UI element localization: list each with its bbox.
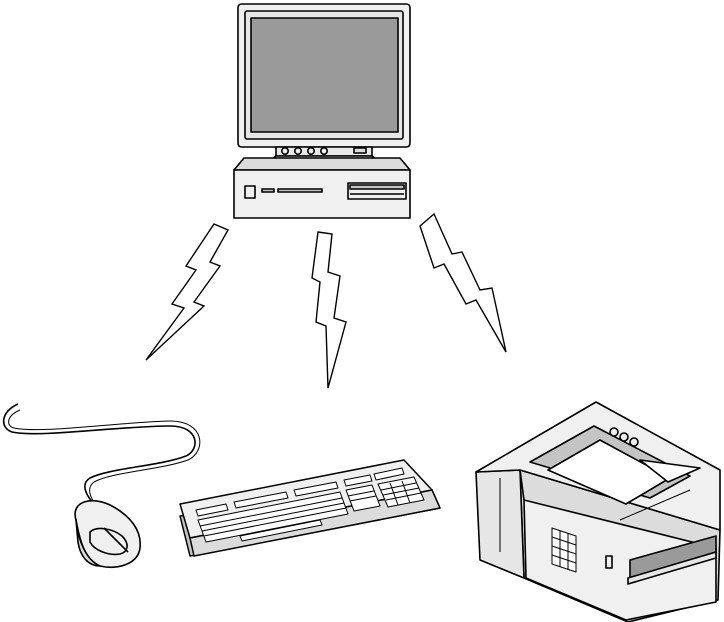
printer-button	[629, 437, 639, 447]
printer-edge	[619, 489, 691, 521]
wireless-bolt-left-icon	[145, 223, 229, 361]
monitor-button	[280, 147, 289, 156]
printer-vent-grille	[551, 527, 577, 573]
wireless-bolt-right-icon	[419, 212, 507, 353]
system-unit-top	[233, 157, 411, 171]
drive-slot	[349, 184, 405, 190]
printer-output-lip	[627, 551, 717, 585]
printer-edge	[519, 469, 525, 501]
front-slot	[277, 188, 323, 193]
keyboard-icon	[179, 459, 441, 557]
printer-icon	[475, 401, 721, 622]
desktop-computer-icon	[233, 3, 411, 219]
keyboard-keys	[195, 467, 425, 543]
wireless-bolt-center-icon	[311, 231, 347, 389]
power-button	[244, 185, 256, 199]
mouse-icon	[2, 403, 201, 568]
wireless-links	[145, 212, 507, 389]
printer-paper-fold	[639, 459, 701, 483]
mouse-button-divider	[103, 527, 129, 553]
mouse-cable	[2, 403, 196, 507]
printer-button	[619, 432, 629, 442]
monitor-button	[319, 147, 328, 156]
monitor-screen	[250, 17, 399, 133]
printer-front-panel	[523, 499, 717, 621]
printer-indicator	[605, 555, 613, 569]
printer-button	[609, 427, 619, 437]
front-slot	[261, 188, 275, 193]
monitor-button	[293, 147, 302, 156]
mouse-side-shade	[75, 519, 101, 567]
monitor-button	[306, 147, 315, 156]
monitor-power-led	[353, 147, 367, 154]
mouse-cable-inner	[8, 409, 201, 509]
